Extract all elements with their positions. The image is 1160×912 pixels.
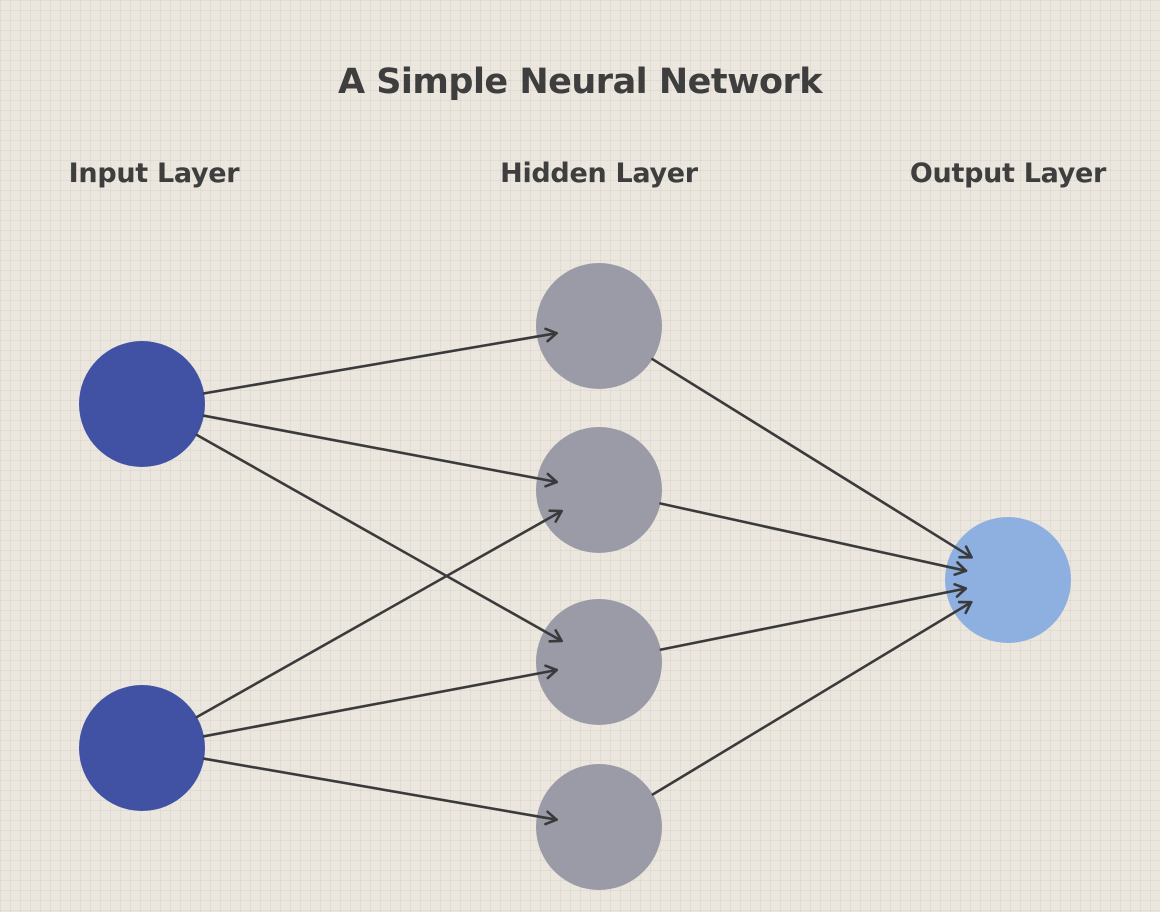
- hidden-layer-label: Hidden Layer: [500, 158, 698, 189]
- connection-input-1-to-hidden-2: [202, 414, 559, 488]
- connection-hidden-3-to-output-1: [659, 582, 968, 651]
- connection-hidden-1-to-output-1: [651, 357, 973, 559]
- arrowhead: [544, 327, 558, 343]
- hidden-node-1: [536, 263, 662, 389]
- arrowhead: [548, 509, 563, 523]
- arrowhead: [548, 629, 563, 643]
- arrowhead: [957, 600, 973, 615]
- connection-line: [195, 509, 563, 719]
- diagram-title: A Simple Neural Network: [337, 62, 823, 102]
- connection-line: [202, 757, 558, 822]
- connection-input-2-to-hidden-3: [202, 664, 559, 738]
- connection-line: [202, 668, 559, 738]
- connection-input-2-to-hidden-2: [195, 509, 563, 719]
- input-node-1: [79, 341, 205, 467]
- input-layer-label: Input Layer: [68, 158, 240, 189]
- output-layer-label: Output Layer: [909, 158, 1107, 189]
- connection-line: [202, 331, 558, 395]
- connection-line: [659, 502, 968, 573]
- arrowhead: [953, 582, 968, 598]
- connection-hidden-4-to-output-1: [651, 600, 973, 796]
- nodes-group: [79, 263, 1071, 890]
- connection-input-2-to-hidden-4: [202, 757, 558, 826]
- connection-input-1-to-hidden-3: [195, 433, 563, 643]
- connection-line: [202, 414, 559, 484]
- arrowhead: [958, 545, 973, 559]
- arrowhead: [544, 472, 559, 488]
- output-node-1: [945, 517, 1071, 643]
- hidden-node-2: [536, 427, 662, 553]
- connection-hidden-2-to-output-1: [659, 502, 968, 577]
- hidden-node-3: [536, 599, 662, 725]
- arrowhead: [544, 810, 558, 826]
- input-node-2: [79, 685, 205, 811]
- hidden-node-4: [536, 764, 662, 890]
- connection-line: [659, 587, 968, 651]
- connection-input-1-to-hidden-1: [202, 327, 558, 395]
- arrowhead: [544, 664, 559, 680]
- connection-line: [651, 357, 973, 559]
- connection-line: [195, 433, 563, 643]
- connection-line: [651, 600, 973, 796]
- arrowhead: [953, 561, 968, 577]
